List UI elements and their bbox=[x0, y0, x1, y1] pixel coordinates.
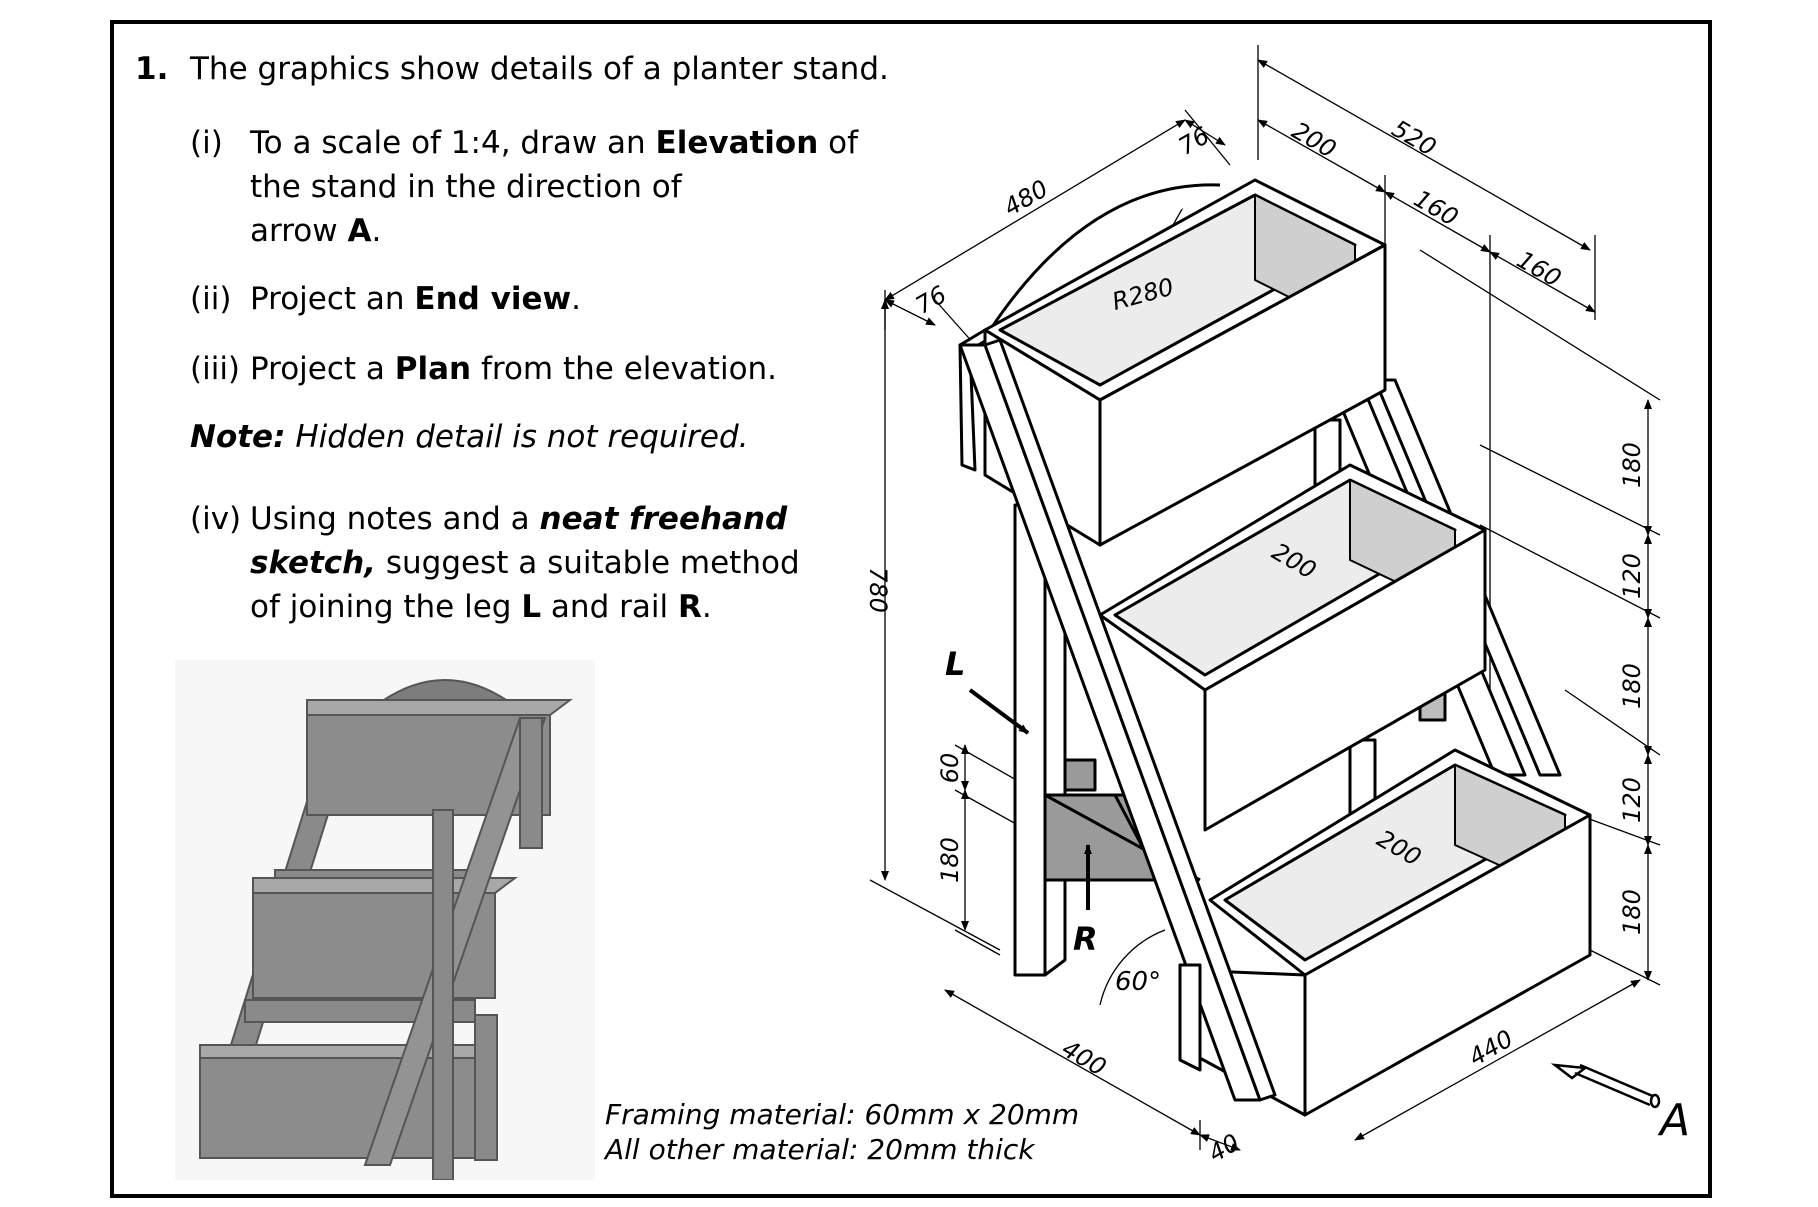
planter-render-image bbox=[175, 660, 595, 1180]
dim-480: 480 bbox=[999, 174, 1053, 221]
dim-520: 520 bbox=[1387, 114, 1441, 161]
label-leg-l: L bbox=[945, 645, 965, 683]
part-ii-number: (ii) bbox=[190, 281, 232, 317]
part-iii-number: (iii) bbox=[190, 351, 241, 387]
note: Note: Hidden detail is not required. bbox=[190, 419, 749, 455]
view-direction-arrow-a bbox=[1550, 1063, 1661, 1109]
part-iv-number: (iv) bbox=[190, 501, 242, 537]
part-i-line1: To a scale of 1:4, draw an Elevation of bbox=[250, 125, 859, 161]
dim-40: 40 bbox=[1204, 1128, 1244, 1168]
dim-160-a: 160 bbox=[1409, 184, 1463, 231]
dim-180-left: 180 bbox=[936, 837, 964, 883]
dim-120-right-b: 120 bbox=[1618, 777, 1646, 823]
part-i-line2: the stand in the direction of bbox=[250, 169, 682, 205]
angle-60: 60° bbox=[1115, 967, 1161, 997]
part-iv-line1: Using notes and a neat freehand bbox=[250, 501, 788, 537]
dim-780: 780 bbox=[864, 567, 892, 613]
dim-160-b: 160 bbox=[1512, 245, 1566, 292]
question-intro: The graphics show details of a planter s… bbox=[190, 51, 889, 87]
dim-76-left: 76 bbox=[911, 280, 951, 320]
dim-400: 400 bbox=[1057, 1034, 1111, 1081]
dim-180-right-c: 180 bbox=[1618, 889, 1646, 935]
label-arrow-a: A bbox=[1657, 1095, 1690, 1146]
page-border bbox=[110, 20, 1712, 1198]
part-i-number: (i) bbox=[190, 125, 223, 161]
part-iv-line2: sketch, suggest a suitable method bbox=[250, 545, 800, 581]
part-ii-text: Project an End view. bbox=[250, 281, 582, 317]
dim-76-top: 76 bbox=[1174, 121, 1214, 161]
label-rail-r: R bbox=[1073, 920, 1098, 958]
pointer-arrows bbox=[968, 688, 1092, 910]
part-iv-line3: of joining the leg L and rail R. bbox=[250, 589, 712, 625]
dim-180-right-a: 180 bbox=[1618, 442, 1646, 488]
dim-180-right-b: 180 bbox=[1618, 663, 1646, 709]
materials-line1: Framing material: 60mm x 20mm bbox=[605, 1098, 1080, 1131]
dim-120-right-a: 120 bbox=[1618, 553, 1646, 599]
dim-200-top: 200 bbox=[1287, 116, 1341, 163]
dim-60: 60 bbox=[936, 753, 964, 784]
dimension-lines bbox=[869, 45, 1661, 1151]
question-number: 1. bbox=[135, 51, 169, 87]
materials-line2: All other material: 20mm thick bbox=[605, 1133, 1035, 1166]
dim-440: 440 bbox=[1464, 1024, 1518, 1071]
part-iii-text: Project a Plan from the elevation. bbox=[250, 351, 778, 387]
part-i-line3: arrow A. bbox=[250, 213, 382, 249]
stand-structure bbox=[958, 178, 1592, 1117]
